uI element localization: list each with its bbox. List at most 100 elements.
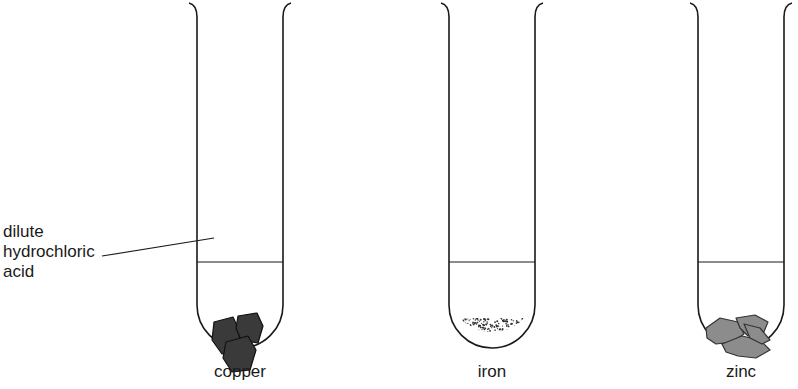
- iron-grain: [481, 329, 482, 330]
- iron-grain: [468, 344, 469, 345]
- iron-grain: [502, 320, 503, 321]
- iron-grain: [527, 341, 528, 342]
- iron-grain: [498, 349, 500, 351]
- iron-grain: [509, 347, 511, 349]
- iron-grain: [526, 336, 527, 337]
- iron-grain: [489, 345, 490, 346]
- iron-grain: [479, 346, 480, 347]
- iron-grain: [506, 329, 508, 331]
- iron-grain: [529, 331, 531, 333]
- iron-grain: [489, 338, 491, 340]
- iron-grain: [450, 341, 452, 343]
- iron-grain: [521, 319, 523, 321]
- iron-grain: [528, 322, 529, 323]
- iron-grain: [484, 332, 485, 333]
- iron-grain: [471, 344, 473, 346]
- iron-grain: [524, 337, 525, 338]
- iron-grain: [483, 321, 485, 323]
- iron-grain: [510, 344, 512, 346]
- iron-grain: [452, 328, 454, 330]
- iron-grain: [465, 330, 467, 332]
- iron-grain: [472, 343, 474, 345]
- iron-grain: [519, 324, 520, 325]
- iron-powder: [450, 317, 535, 351]
- iron-grain: [470, 325, 471, 326]
- iron-grain: [460, 330, 462, 332]
- iron-grain: [456, 338, 458, 340]
- iron-grain: [506, 319, 508, 321]
- iron-grain: [458, 329, 460, 331]
- iron-grain: [460, 336, 462, 338]
- iron-grain: [463, 333, 465, 335]
- iron-grain: [501, 347, 503, 349]
- iron-grain: [468, 348, 469, 349]
- iron-grain: [533, 324, 534, 325]
- metal-label: zinc: [726, 362, 756, 382]
- iron-grain: [467, 337, 469, 339]
- iron-grain: [518, 323, 520, 325]
- iron-grain: [463, 349, 465, 351]
- iron-grain: [476, 322, 477, 323]
- iron-grain: [510, 329, 512, 331]
- iron-grain: [527, 344, 529, 346]
- iron-grain: [453, 343, 454, 344]
- iron-grain: [479, 330, 480, 331]
- iron-grain: [460, 331, 461, 332]
- iron-grain: [494, 337, 496, 339]
- iron-grain: [475, 347, 477, 349]
- iron-grain: [482, 324, 484, 326]
- iron-grain: [516, 333, 518, 335]
- iron-grain: [494, 321, 496, 323]
- iron-grain: [470, 338, 472, 340]
- iron-grain: [487, 328, 489, 330]
- iron-grain: [518, 341, 520, 343]
- iron-grain: [513, 334, 515, 336]
- iron-grain: [469, 333, 471, 335]
- iron-grain: [531, 331, 533, 333]
- iron-grain: [511, 329, 512, 330]
- iron-grain: [508, 343, 509, 344]
- iron-grain: [509, 336, 511, 338]
- iron-grain: [481, 323, 482, 324]
- iron-grain: [475, 348, 477, 350]
- iron-grain: [467, 340, 469, 342]
- iron-grain: [518, 343, 519, 344]
- iron-grain: [528, 333, 529, 334]
- iron-grain: [495, 324, 497, 326]
- iron-grain: [500, 348, 502, 350]
- iron-grain: [491, 349, 493, 351]
- iron-grain: [497, 339, 499, 341]
- iron-grain: [459, 340, 460, 341]
- iron-grain: [528, 321, 529, 322]
- iron-grain: [494, 338, 496, 340]
- iron-grain: [508, 325, 509, 326]
- iron-grain: [529, 318, 531, 320]
- iron-grain: [474, 345, 475, 346]
- iron-grain: [450, 326, 452, 328]
- iron-grain: [483, 324, 485, 326]
- iron-grain: [492, 339, 494, 341]
- iron-grain: [486, 338, 488, 340]
- iron-grain: [496, 338, 497, 339]
- iron-grain: [501, 347, 503, 349]
- iron-grain: [489, 330, 491, 332]
- iron-grain: [470, 331, 471, 332]
- iron-grain: [451, 341, 452, 342]
- iron-grain: [489, 337, 490, 338]
- iron-grain: [490, 326, 492, 328]
- iron-grain: [490, 324, 492, 326]
- iron-grain: [458, 329, 459, 330]
- iron-grain: [491, 327, 492, 328]
- iron-grain: [529, 332, 530, 333]
- iron-grain: [462, 321, 463, 322]
- iron-grain: [519, 322, 521, 324]
- iron-grain: [513, 320, 514, 321]
- iron-grain: [499, 338, 501, 340]
- iron-grain: [496, 325, 498, 327]
- iron-grain: [525, 326, 526, 327]
- iron-grain: [458, 332, 460, 334]
- iron-grain: [487, 331, 489, 333]
- iron-grain: [528, 318, 529, 319]
- iron-grain: [505, 339, 506, 340]
- iron-grain: [502, 331, 504, 333]
